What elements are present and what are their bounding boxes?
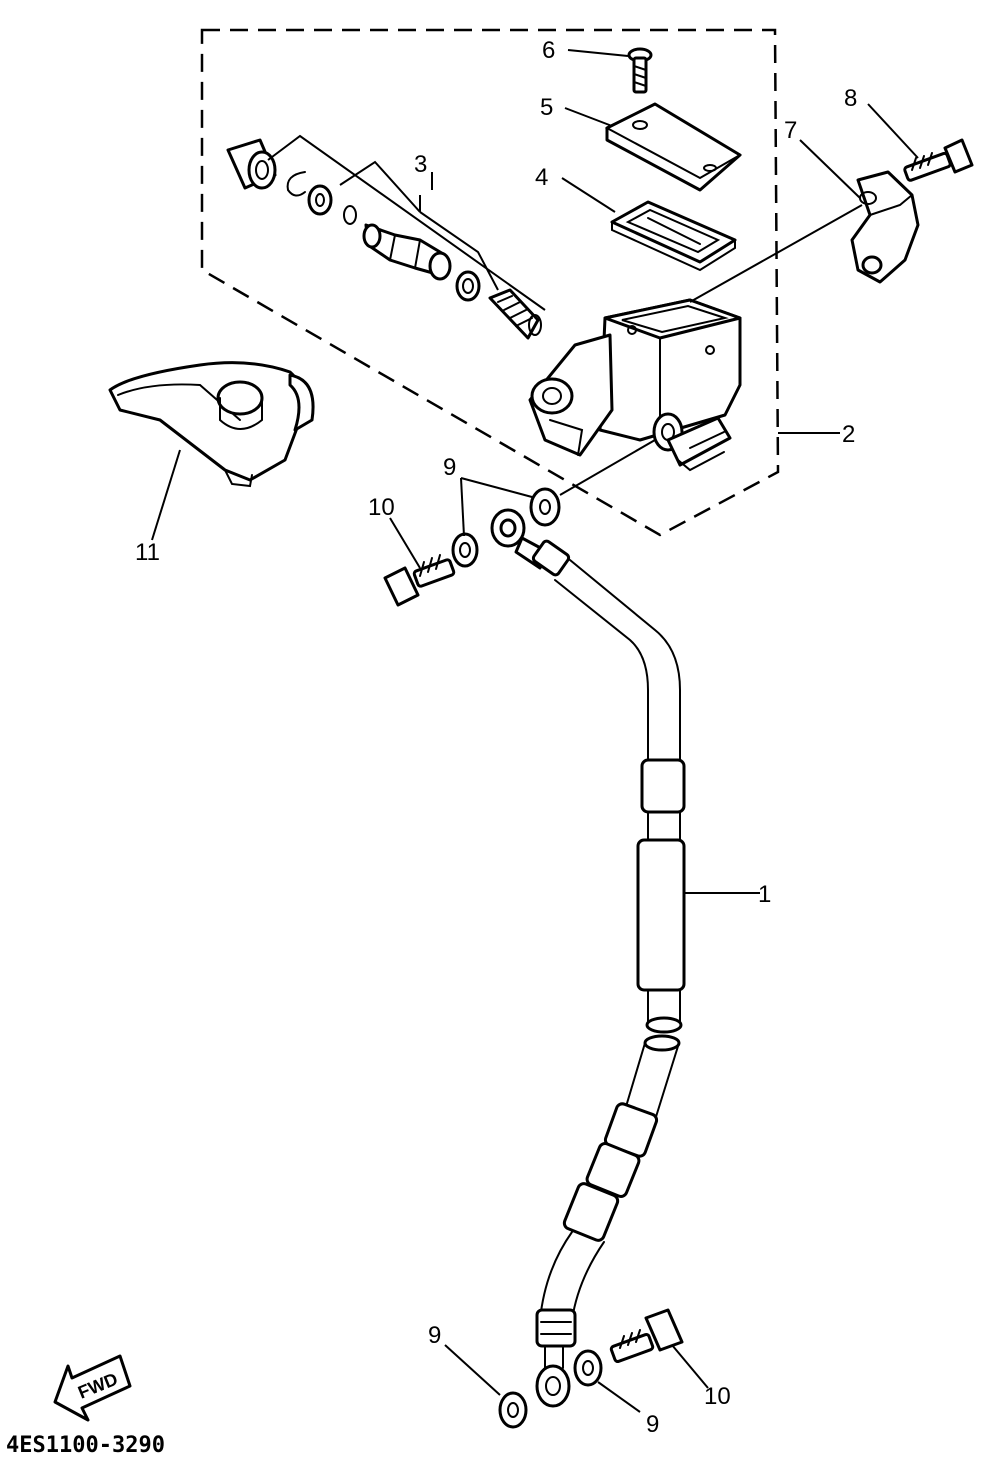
label-part-1: 1 [758,881,771,908]
piston-cup [455,270,481,302]
label-part-3: 3 [414,151,427,178]
piston-kit [226,134,546,340]
label-part-6: 6 [542,37,555,64]
label-part-11: 11 [135,539,160,566]
copper-washer-lower-a [498,1391,528,1429]
cover-dome [216,380,264,416]
circlip [286,171,306,197]
clamp-bore [530,377,574,415]
reservoir-diaphragm [610,200,737,272]
upper-hose-crimp [531,539,571,577]
label-part-10-upper: 10 [368,494,395,521]
copper-washer-upper-b [451,532,479,568]
label-part-5: 5 [540,94,553,121]
lower-banjo-joint [535,1308,577,1408]
union-bolt-lower [609,1308,684,1364]
master-cylinder-body [528,298,742,472]
label-part-2: 2 [842,421,855,448]
hose-cut-end-upper [645,1016,683,1034]
copper-washer-upper-a [529,487,561,527]
label-part-9-upper: 9 [443,454,456,481]
brake-hose [490,508,686,1321]
master-cylinder-holder [850,170,920,284]
label-part-8: 8 [844,85,857,112]
hose-cut-end-lower [643,1034,681,1052]
cap-screw [627,47,653,94]
leader-lines [151,49,919,1413]
label-part-7: 7 [784,117,797,144]
label-part-10-lower: 10 [704,1383,731,1410]
hose-protector-upper [640,758,686,814]
hose-guard-tube [636,838,686,992]
master-cylinder-assembly-boundary [200,28,780,537]
forward-direction-arrow: FWD [53,1354,132,1422]
label-part-4: 4 [535,164,548,191]
copper-washer-lower-b [573,1349,603,1387]
bleeder-screw [666,416,732,467]
lever-cover [108,361,315,488]
piston-washer [307,184,333,216]
reservoir-cap [604,102,742,192]
label-part-9-lower-left: 9 [428,1322,441,1349]
return-spring [488,288,540,340]
piston-o-ring [343,205,357,225]
label-part-9-lower-right: 9 [646,1411,659,1438]
holder-bolt [903,138,974,182]
union-bolt-upper [383,554,456,607]
diagram-code: 4ES1100-3290 [6,1433,165,1458]
